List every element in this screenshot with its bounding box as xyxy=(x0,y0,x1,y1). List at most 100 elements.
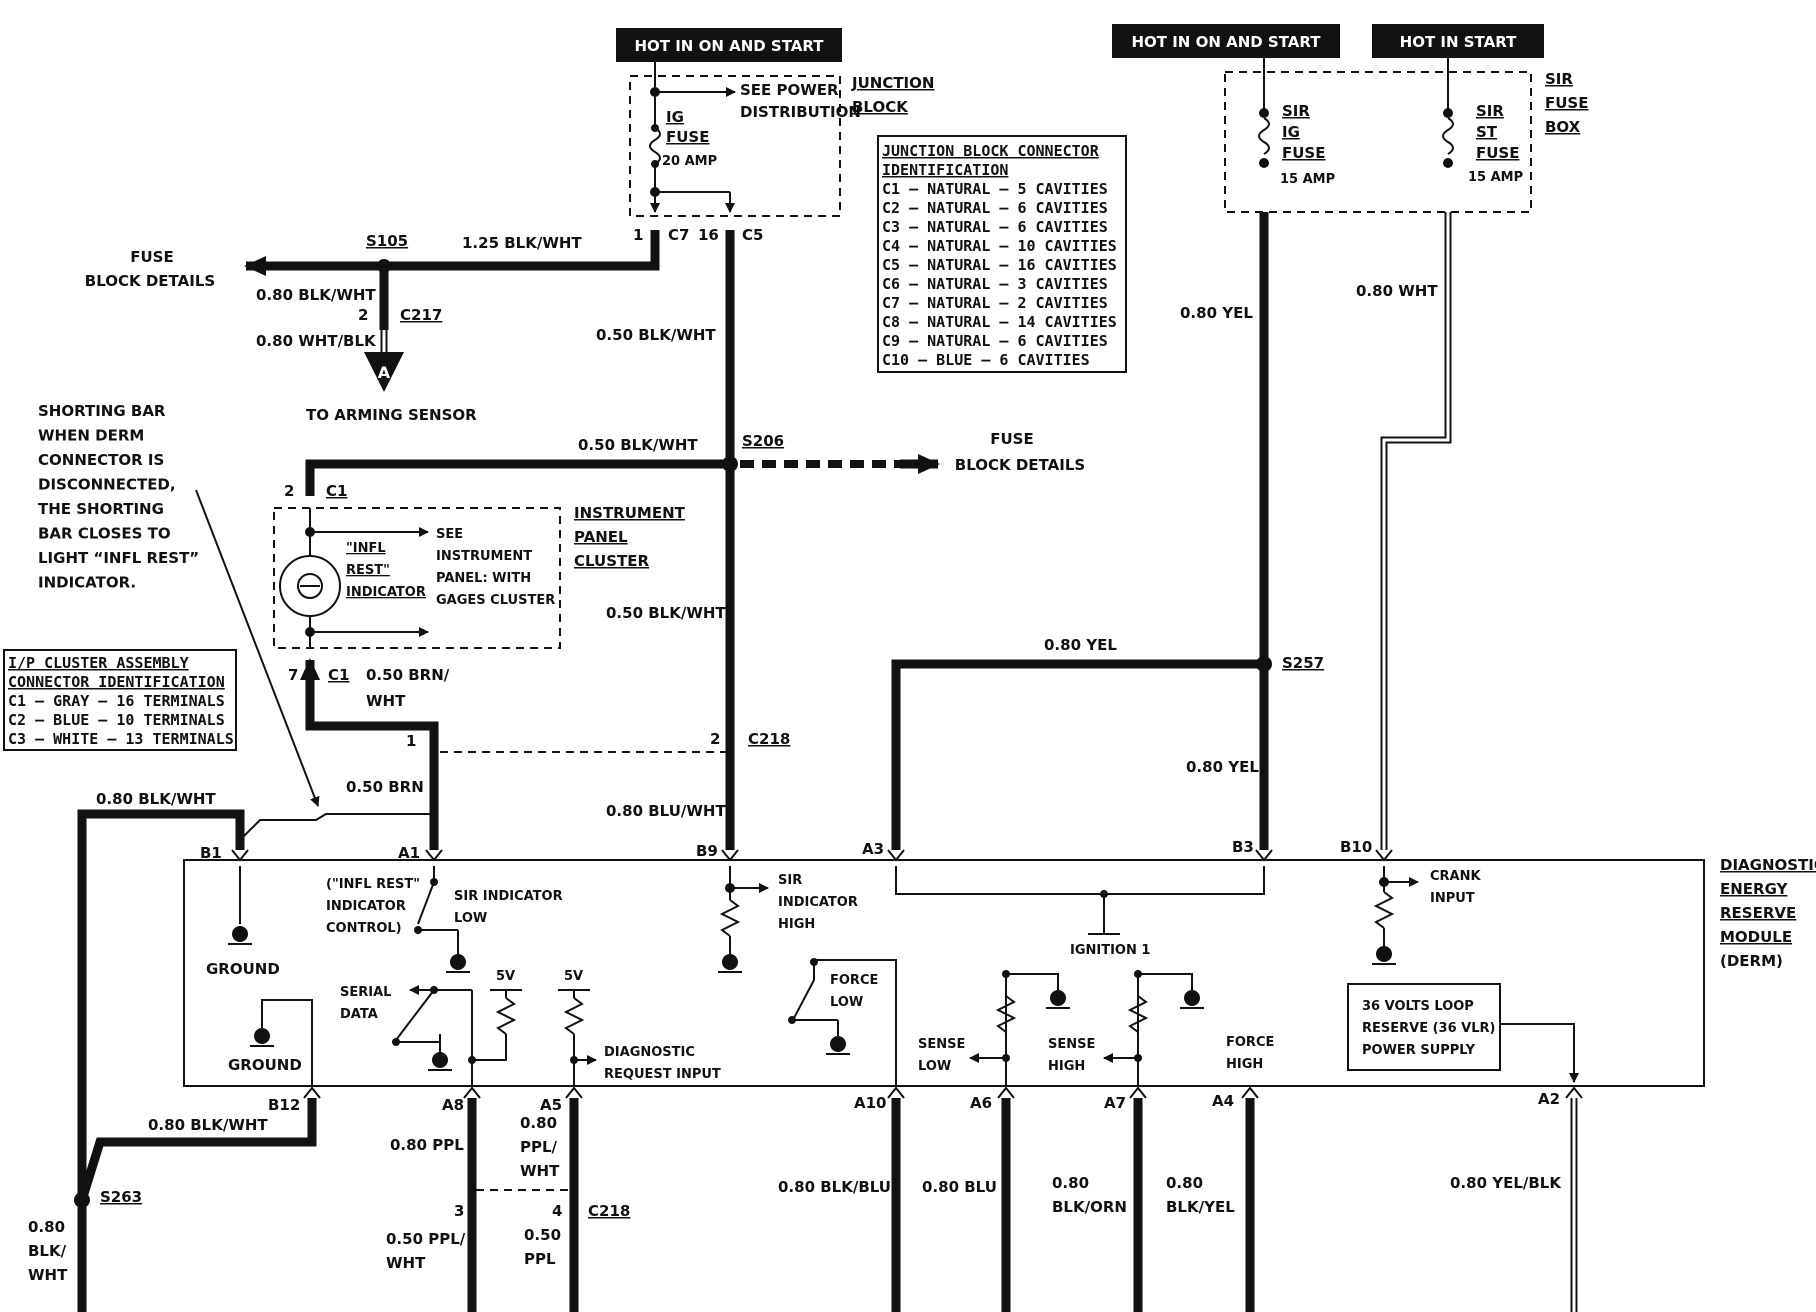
wire-label-2: BLK/ xyxy=(28,1242,67,1260)
c1-top-label: C1 xyxy=(326,482,347,500)
instrument-panel-cluster: 2 C1 "INFL REST" INDICATOR SEE INSTRUMEN… xyxy=(273,482,728,850)
see-power-text: SEE POWER xyxy=(740,81,839,99)
wire-label: 0.80 YEL/BLK xyxy=(1450,1174,1562,1192)
wire-label-2: WHT xyxy=(386,1254,426,1272)
ground-label: GROUND xyxy=(206,960,280,978)
sir-ig-fuse-amp: 15 AMP xyxy=(1280,172,1335,187)
wire-label: 0.80 xyxy=(1052,1174,1089,1192)
note-line: CONNECTOR IS xyxy=(38,451,164,469)
infl-rest-label-3: INDICATOR xyxy=(346,585,426,600)
see-ipc-text-2: INSTRUMENT xyxy=(436,549,532,564)
force-high-label-2: HIGH xyxy=(1226,1057,1263,1072)
to-arming-sensor: TO ARMING SENSOR xyxy=(306,406,477,424)
sense-high-label-2: HIGH xyxy=(1048,1059,1085,1074)
wire-label: 0.50 xyxy=(524,1226,561,1244)
wire-label: 0.80 WHT/BLK xyxy=(256,332,377,350)
wire-label-2: BLK/ORN xyxy=(1052,1198,1127,1216)
sir-indicator-high-label: SIR xyxy=(778,873,802,888)
wire-c5-trunk: 0.50 BLK/WHT 0.50 BLK/WHT 0.50 BLK/WHT S… xyxy=(305,230,1085,850)
table-row: I/P CLUSTER ASSEMBLY xyxy=(8,654,189,672)
36vlr-label-2: RESERVE (36 VLR) xyxy=(1362,1021,1495,1036)
pin-a3: A3 xyxy=(862,840,884,858)
table-row: C2 – NATURAL – 6 CAVITIES xyxy=(882,199,1108,217)
arming-connector-letter: A xyxy=(378,363,391,382)
sir-st-fuse-amp: 15 AMP xyxy=(1468,170,1523,185)
pin-a2: A2 xyxy=(1538,1090,1560,1108)
sir-fuse-box-title-3: BOX xyxy=(1545,118,1581,136)
wire-label: 0.50 BLK/WHT xyxy=(578,436,698,454)
wire-label-3: WHT xyxy=(520,1162,560,1180)
wire-label: 0.80 BLU/WHT xyxy=(606,802,726,820)
force-low-label: FORCE xyxy=(830,973,878,988)
wire-label-2: BLK/YEL xyxy=(1166,1198,1235,1216)
table-title-2: IDENTIFICATION xyxy=(882,161,1008,179)
sense-high-label: SENSE xyxy=(1048,1037,1095,1052)
table-row: CONNECTOR IDENTIFICATION xyxy=(8,673,225,691)
ipc-title-2: PANEL xyxy=(574,528,628,546)
infl-control-label: ("INFL REST" xyxy=(326,877,420,892)
header-text: HOT IN ON AND START xyxy=(634,37,824,55)
wire-label: 0.80 xyxy=(520,1114,557,1132)
header-text: HOT IN ON AND START xyxy=(1131,33,1321,51)
wires-bottom: 0.80 PPL 0.80 PPL/ WHT 3 4 C218 0.50 PPL… xyxy=(386,1098,1578,1312)
infl-control-label-2: INDICATOR xyxy=(326,899,406,914)
c218-pin-1: 1 xyxy=(406,732,416,750)
wire-label: 0.50 BLK/WHT xyxy=(606,604,726,622)
see-ipc-text: SEE xyxy=(436,527,463,542)
derm-title-line: ENERGY xyxy=(1720,880,1789,898)
sir-st-fuse-label-3: FUSE xyxy=(1476,144,1519,162)
sir-ig-fuse-label-3: FUSE xyxy=(1282,144,1325,162)
serial-data-label: SERIAL xyxy=(340,985,391,1000)
wire-label: 0.50 BRN/ xyxy=(366,666,450,684)
splice-s105: S105 xyxy=(366,232,408,250)
ipc-title: INSTRUMENT xyxy=(574,504,686,522)
pin-a10: A10 xyxy=(854,1094,886,1112)
diagnostic-request-label-2: REQUEST INPUT xyxy=(604,1067,721,1082)
splice-s263: S263 xyxy=(100,1188,142,1206)
splice-s206: S206 xyxy=(742,432,784,450)
junction-block-title: JUNCTION xyxy=(851,74,934,92)
ground-label-2: GROUND xyxy=(228,1056,302,1074)
sir-ig-fuse-label: SIR xyxy=(1282,102,1310,120)
table-title: JUNCTION BLOCK CONNECTOR xyxy=(882,142,1100,160)
note-line: SHORTING BAR xyxy=(38,402,166,420)
wires-top-left: A 1.25 BLK/WHT S105 0.80 BLK/WHT 2 C217 … xyxy=(85,230,660,424)
pin-b9: B9 xyxy=(696,842,718,860)
infl-rest-label: "INFL xyxy=(346,541,386,556)
ig-fuse-label-2: FUSE xyxy=(666,128,709,146)
sir-fuse-box: SIR IG FUSE 15 AMP SIR ST FUSE 15 AMP SI… xyxy=(1224,58,1588,213)
derm-bottom-pins: B12 A8 A5 A10 A6 A7 A4 A2 xyxy=(268,1086,1583,1114)
c217-label: C217 xyxy=(400,306,442,324)
wire-label: 1.25 BLK/WHT xyxy=(462,234,582,252)
36vlr-label: 36 VOLTS LOOP xyxy=(1362,999,1474,1014)
c218b-label: C218 xyxy=(588,1202,630,1220)
table-row: C10 – BLUE – 6 CAVITIES xyxy=(882,351,1090,369)
table-row: C3 – NATURAL – 6 CAVITIES xyxy=(882,218,1108,236)
pin-b1: B1 xyxy=(200,844,222,862)
wire-label: 0.80 WHT xyxy=(1356,282,1438,300)
fuse-block-details-right: FUSE xyxy=(990,430,1033,448)
ignition-label: IGNITION 1 xyxy=(1070,943,1150,958)
table-row: C8 – NATURAL – 14 CAVITIES xyxy=(882,313,1117,331)
infl-rest-label-2: REST" xyxy=(346,563,390,578)
wire-label: 0.50 BRN xyxy=(346,778,424,796)
pin-a1: A1 xyxy=(398,844,420,862)
sense-low-label-2: LOW xyxy=(918,1059,951,1074)
c7-label: C7 xyxy=(668,226,689,244)
36vlr-label-3: POWER SUPPLY xyxy=(1362,1043,1476,1058)
wire-label: 0.50 PPL/ xyxy=(386,1230,466,1248)
pin-a5: A5 xyxy=(540,1096,562,1114)
force-low-label-2: LOW xyxy=(830,995,863,1010)
derm-internals: GROUND ("INFL REST" INDICATOR CONTROL) S… xyxy=(206,866,1579,1086)
ig-fuse-amp: 20 AMP xyxy=(662,154,717,169)
crank-input-label-2: INPUT xyxy=(1430,891,1475,906)
crank-input-label: CRANK xyxy=(1430,869,1481,884)
5v-label: 5V xyxy=(496,969,515,984)
pin-b10: B10 xyxy=(1340,838,1372,856)
derm-title-line: RESERVE xyxy=(1720,904,1796,922)
c5-pin: 16 xyxy=(698,226,719,244)
